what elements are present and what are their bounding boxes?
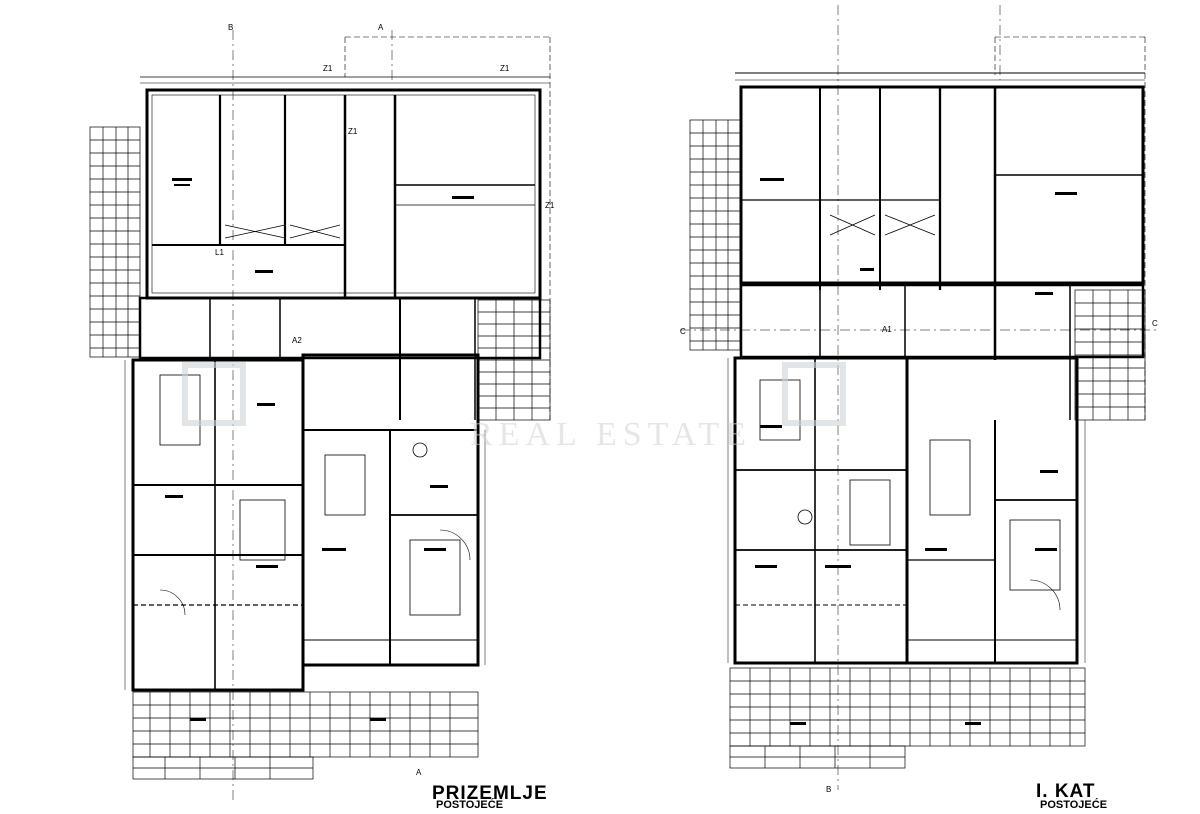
ground-floor-plan xyxy=(89,30,551,800)
ground-floor-title-block: PRIZEMLJE POSTOJEĆE xyxy=(432,783,548,811)
first-floor-title-block: I. KAT POSTOJEĆE xyxy=(1036,781,1107,811)
axis-label-z1-a: Z1 xyxy=(323,64,333,73)
section-marker-a-top-left: A xyxy=(378,23,384,32)
axis-label-a1: A1 xyxy=(882,325,892,334)
axis-label-z1-b: Z1 xyxy=(500,64,510,73)
axis-label-c-right: C xyxy=(1152,319,1158,328)
axis-label-z1-d: Z1 xyxy=(348,127,358,136)
axis-label-c-left: C xyxy=(680,327,686,336)
ground-floor-subtitle: POSTOJEĆE xyxy=(436,798,503,809)
section-markers: B A B A xyxy=(228,23,831,794)
axis-label-l1: L1 xyxy=(215,248,224,257)
first-floor-subtitle: POSTOJEĆE xyxy=(1040,798,1107,809)
ground-floor-title: PRIZEMLJE xyxy=(432,783,548,804)
watermark-text: REAL ESTATE xyxy=(470,416,752,453)
watermark: REAL ESTATE xyxy=(182,362,846,453)
room-label-blocks xyxy=(165,178,1077,725)
axis-label-z1-c: Z1 xyxy=(545,201,555,210)
axis-labels: Z1 Z1 Z1 Z1 A1 A2 L1 C C xyxy=(215,64,1158,345)
axis-label-a2: A2 xyxy=(292,336,302,345)
first-floor-plan xyxy=(680,5,1160,790)
first-floor-title: I. KAT xyxy=(1036,781,1095,802)
section-marker-b-bottom-right: B xyxy=(826,785,831,794)
section-marker-a-bottom-left: A xyxy=(416,768,422,777)
section-marker-b-top-left: B xyxy=(228,23,233,32)
